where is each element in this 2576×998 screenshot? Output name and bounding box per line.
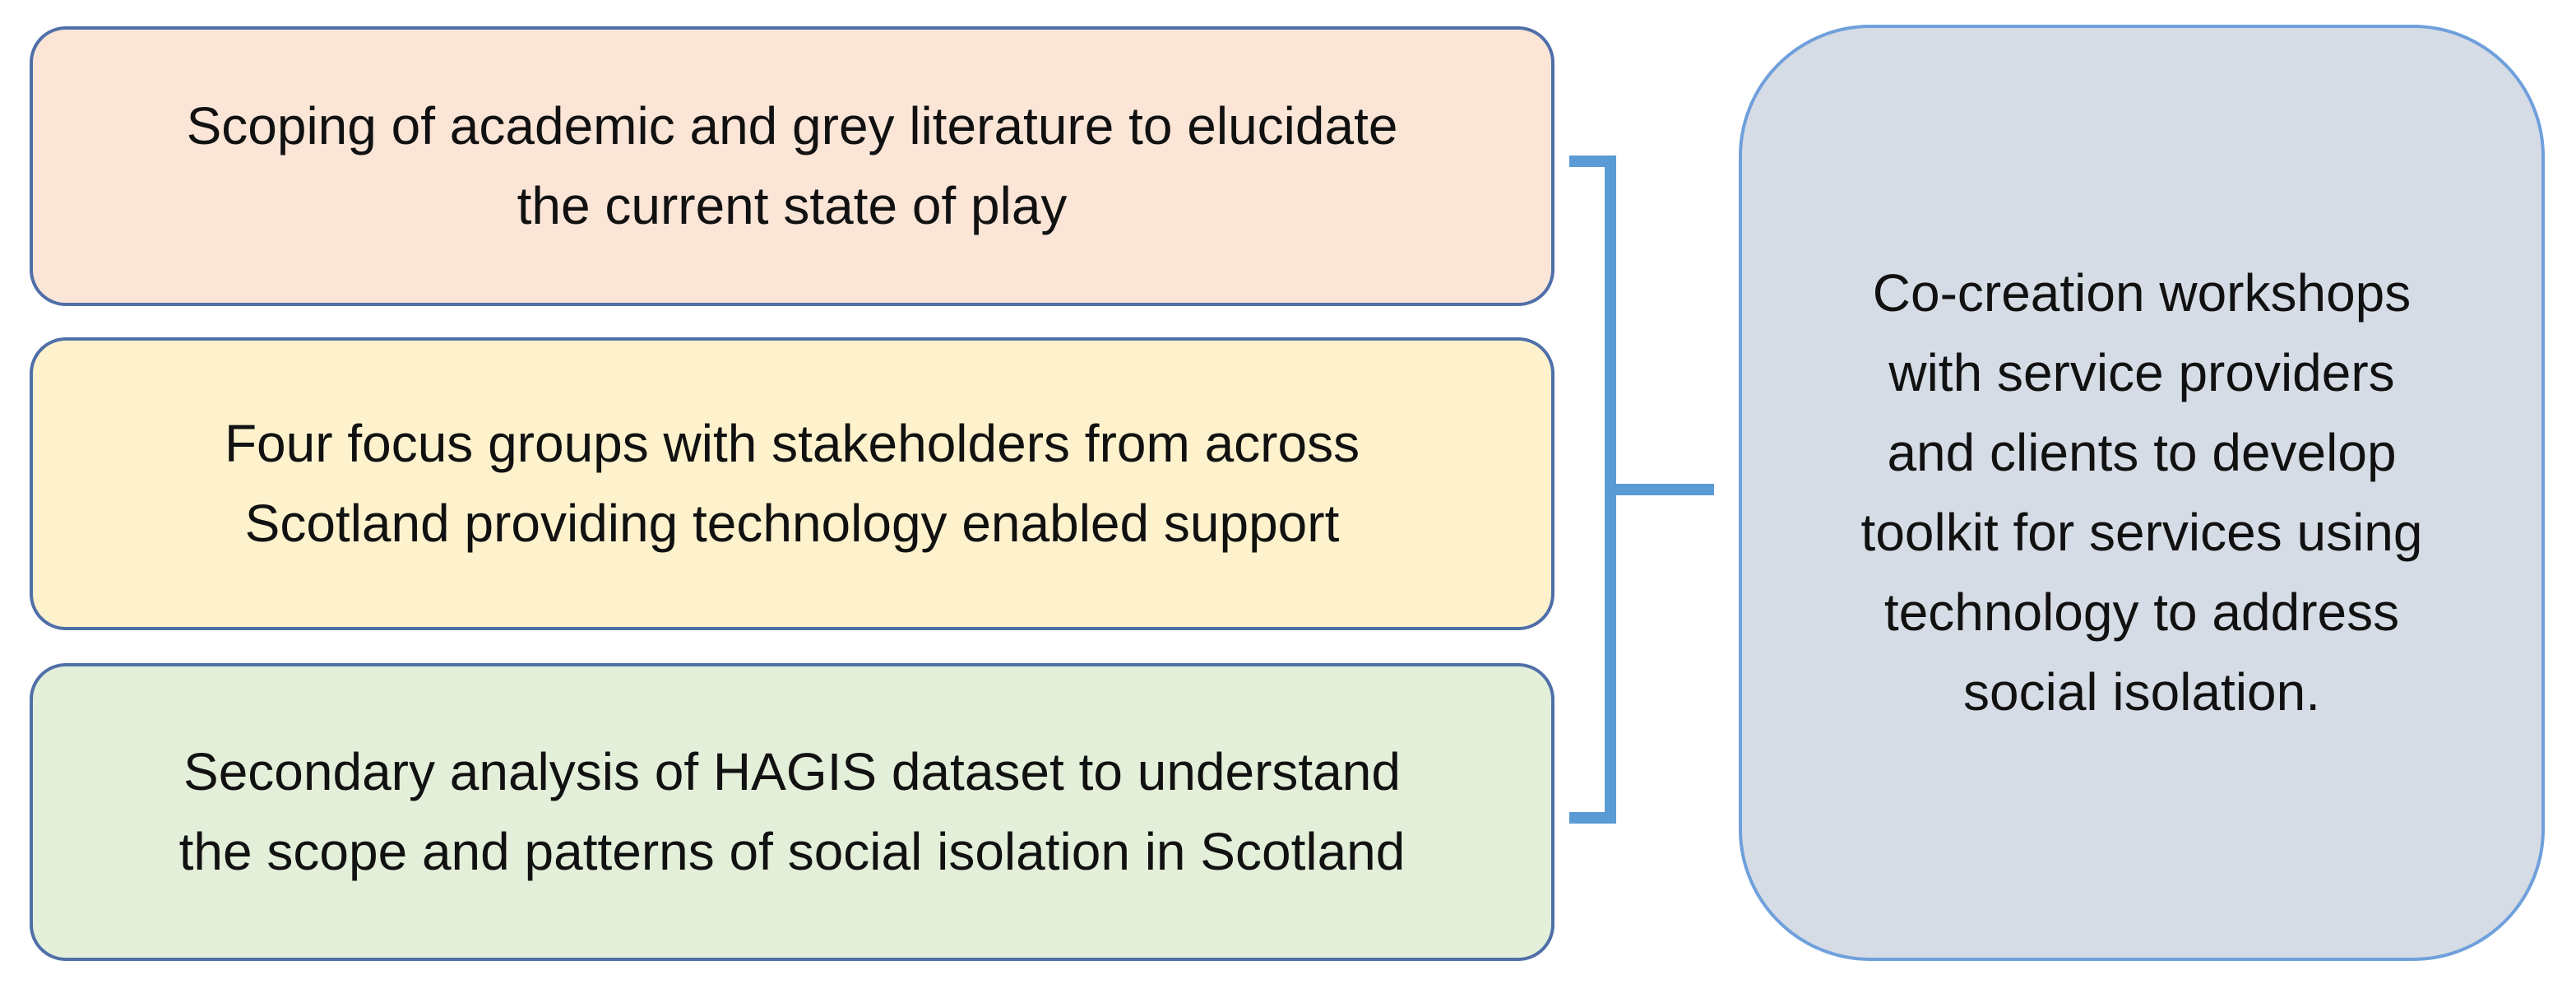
literature-scoping-text: Scoping of academic and grey literature … bbox=[186, 96, 1398, 235]
focus-groups-text: Four focus groups with stakeholders from… bbox=[224, 414, 1360, 553]
literature-scoping-box: Scoping of academic and grey literature … bbox=[30, 26, 1554, 306]
co-creation-workshops-box: Co-creation workshops with service provi… bbox=[1739, 25, 2545, 961]
co-creation-workshops-text: Co-creation workshops with service provi… bbox=[1860, 263, 2423, 722]
hagis-analysis-text: Secondary analysis of HAGIS dataset to u… bbox=[178, 742, 1406, 881]
bracket-shape bbox=[1569, 156, 1714, 824]
focus-groups-box: Four focus groups with stakeholders from… bbox=[30, 337, 1554, 630]
hagis-analysis-box: Secondary analysis of HAGIS dataset to u… bbox=[30, 663, 1554, 961]
